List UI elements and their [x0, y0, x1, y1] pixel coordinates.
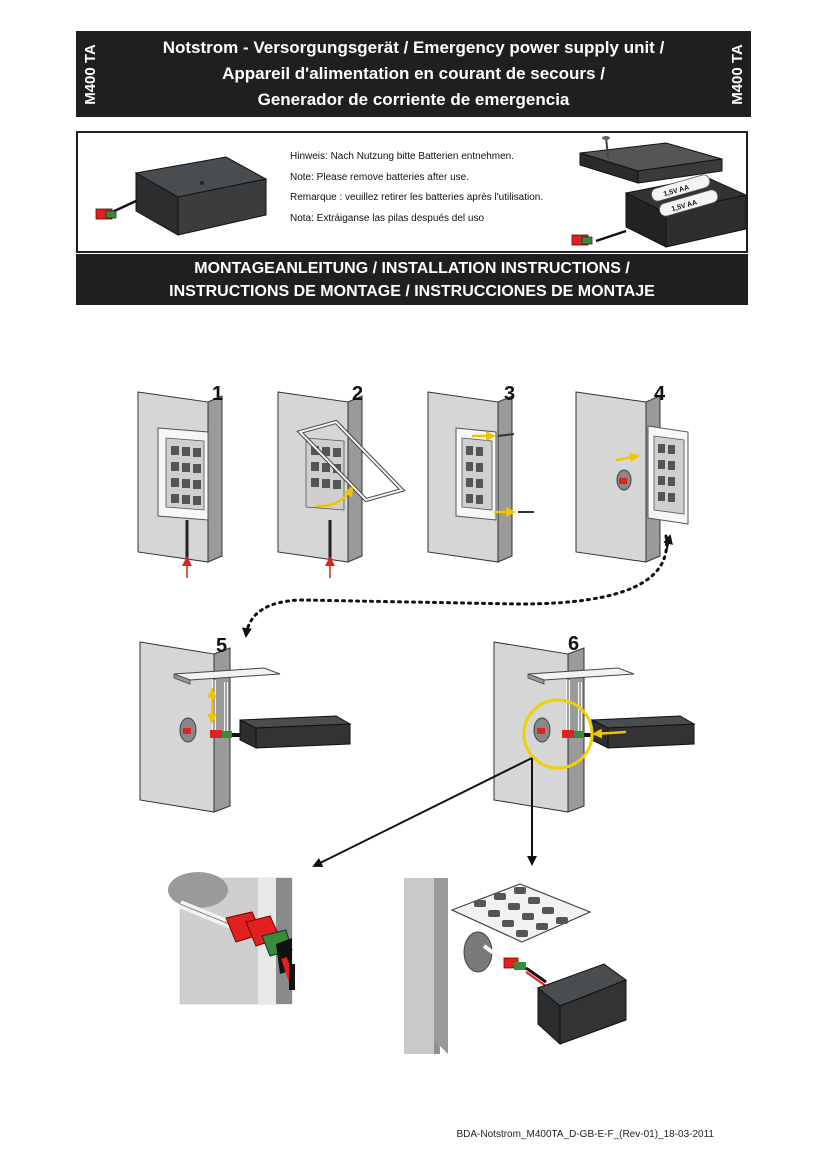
header-bar: M400 TA Notstrom - Versorgungsgerät / Em… — [76, 31, 751, 117]
document-title: Notstrom - Versorgungsgerät / Emergency … — [108, 35, 719, 113]
power-unit-closed-illustration — [95, 156, 268, 236]
model-label-left: M400 TA — [81, 43, 99, 105]
heading-line-2: INSTRUCTIONS DE MONTAGE / INSTRUCCIONES … — [169, 283, 655, 300]
step-1-number: 1 — [212, 383, 223, 405]
installation-steps-illustration: 1 2 3 — [137, 383, 696, 1054]
detail-connector-closeup — [168, 872, 295, 1005]
note-line-es: Nota: Extráiganse las pilas después del … — [290, 212, 485, 224]
step-5-number: 5 — [216, 635, 227, 657]
step-2-illustration — [277, 391, 406, 578]
note-line-de: Hinweis: Nach Nutzung bitte Batterien en… — [290, 151, 515, 162]
step-2-number: 2 — [352, 383, 363, 405]
title-line-3: Generador de corriente de emergencia — [257, 90, 570, 109]
step-4-illustration — [575, 391, 689, 563]
step-1-illustration — [137, 391, 223, 578]
battery-note-text: Hinweis: Nach Nutzung bitte Batterien en… — [290, 147, 543, 229]
installation-instructions-heading: MONTAGEANLEITUNG / INSTALLATION INSTRUCT… — [76, 254, 748, 305]
step-3-illustration — [427, 391, 534, 563]
document-id-footer: BDA-Notstrom_M400TA_D-GB-E-F_(Rev-01)_18… — [456, 1129, 715, 1140]
title-line-2: Appareil d'alimentation en courant de se… — [222, 64, 605, 83]
step-6-number: 6 — [568, 633, 579, 655]
step-6-illustration — [493, 641, 696, 813]
step-3-number: 3 — [504, 383, 515, 405]
step-5-illustration — [139, 641, 352, 813]
model-label-right: M400 TA — [728, 43, 746, 105]
power-unit-open-illustration: 1,5V AA 1,5V AA — [571, 136, 746, 248]
heading-line-1: MONTAGEANLEITUNG / INSTALLATION INSTRUCT… — [194, 260, 630, 277]
battery-note-box: Hinweis: Nach Nutzung bitte Batterien en… — [76, 131, 748, 253]
step-4-number: 4 — [654, 383, 666, 405]
note-line-en: Note: Please remove batteries after use. — [290, 171, 469, 183]
detail-arrow-left — [312, 757, 533, 867]
note-line-fr: Remarque : veuillez retirer les batterie… — [290, 192, 544, 203]
detail-assembly-closeup — [404, 878, 628, 1054]
title-line-1: Notstrom - Versorgungsgerät / Emergency … — [162, 38, 665, 57]
